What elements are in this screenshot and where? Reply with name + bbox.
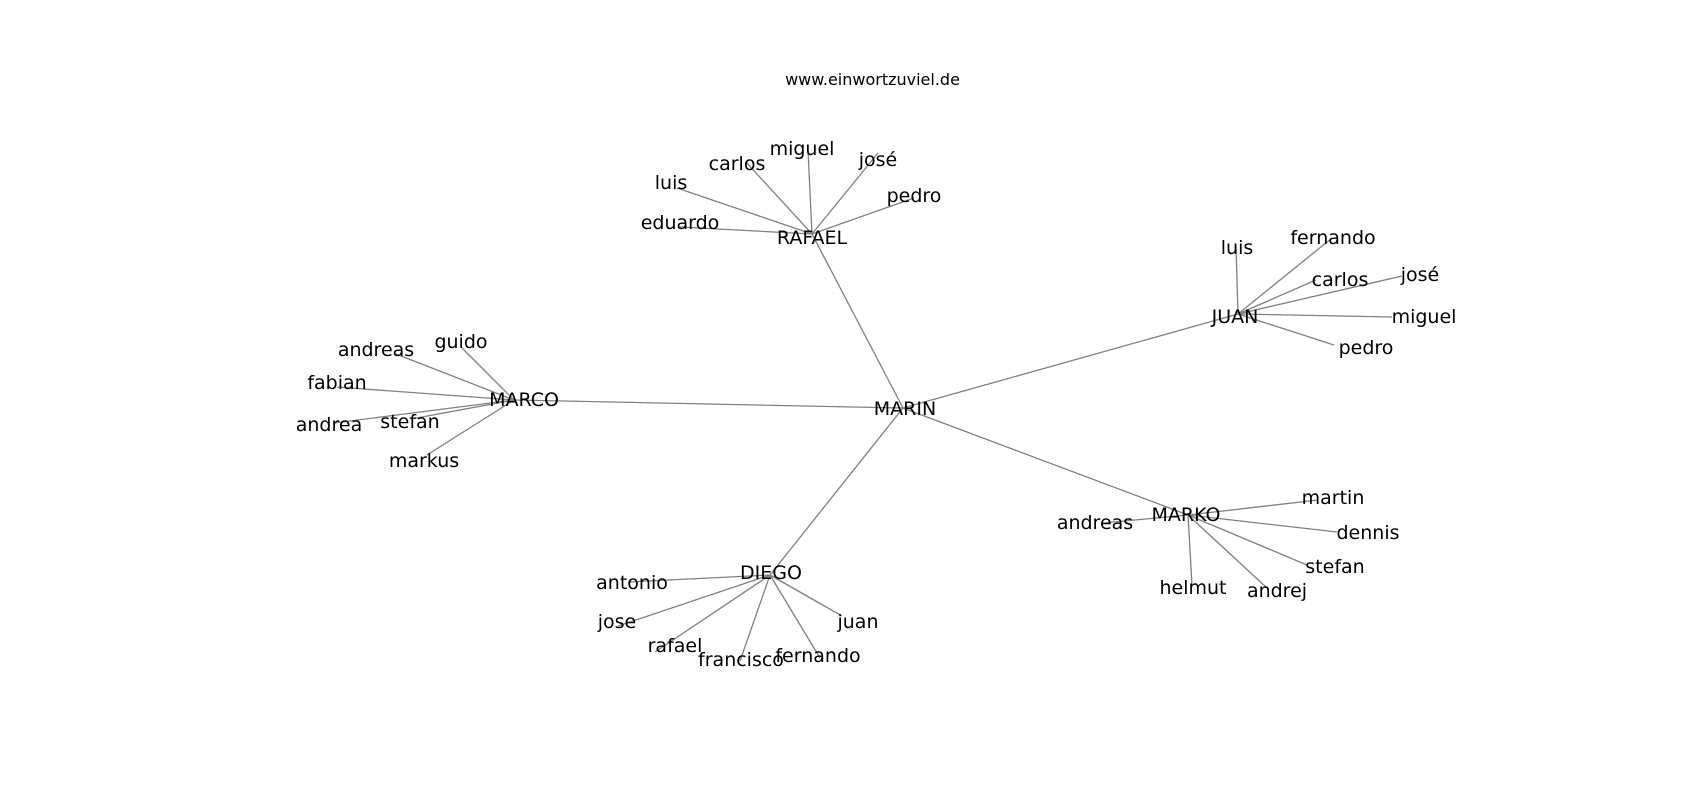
node-label-leaf-jose: jose <box>597 611 637 633</box>
node-label-leaf-josé: josé <box>1400 264 1440 286</box>
node-label-leaf-antonio: antonio <box>596 572 668 594</box>
node-label-leaf-markus: markus <box>389 450 459 472</box>
edge-marco-andrea <box>333 399 515 424</box>
node-label-leaf-miguel: miguel <box>1392 306 1457 328</box>
edge-marco-andreas <box>395 353 515 401</box>
node-label-leaf-fabian: fabian <box>307 372 366 394</box>
edge-juan-miguel <box>1237 313 1393 318</box>
node-label-leaf-miguel: miguel <box>770 138 835 160</box>
edge-rafael-eduardo <box>679 226 813 235</box>
node-label-leaf-carlos: carlos <box>1312 269 1369 291</box>
edge-rafael-pedro <box>811 197 915 235</box>
edge-marco-stefan <box>410 399 515 420</box>
node-label-leaf-stefan: stefan <box>1305 556 1364 578</box>
node-label-leaf-fernando: fernando <box>775 645 860 667</box>
node-label-leaf-andreas: andreas <box>338 339 414 361</box>
node-label-hub-diego: DIEGO <box>740 562 802 584</box>
edge-juan-fernando <box>1237 237 1333 315</box>
edge-root-diego <box>769 407 904 576</box>
node-label-leaf-stefan: stefan <box>380 411 439 433</box>
node-label-leaf-rafael: rafael <box>648 635 703 657</box>
node-label-leaf-carlos: carlos <box>709 153 766 175</box>
edge-diego-jose <box>617 574 771 627</box>
node-label-hub-marko: MARKO <box>1152 504 1221 526</box>
edge-rafael-carlos <box>745 161 813 235</box>
node-label-leaf-josé: josé <box>858 149 898 171</box>
edge-marko-martin <box>1187 499 1319 516</box>
node-label-leaf-andreas: andreas <box>1057 512 1133 534</box>
edge-juan-luis <box>1235 245 1239 315</box>
edge-juan-josé <box>1237 275 1403 315</box>
edge-diego-juan <box>769 574 843 617</box>
node-label-leaf-helmut: helmut <box>1159 577 1226 599</box>
edge-marco-guido <box>461 347 515 401</box>
node-label-leaf-juan: juan <box>836 611 878 633</box>
node-label-hub-marco: MARCO <box>489 389 559 411</box>
edge-marco-fabian <box>336 386 515 401</box>
edge-diego-fernando <box>769 574 821 659</box>
edge-marko-stefan <box>1187 514 1308 566</box>
node-label-leaf-pedro: pedro <box>1339 337 1394 359</box>
node-label-leaf-guido: guido <box>434 331 487 353</box>
edge-marko-helmut <box>1187 514 1193 586</box>
edge-root-marko <box>902 407 1189 516</box>
edge-diego-francisco <box>739 574 771 662</box>
node-label-hub-juan: JUAN <box>1211 306 1259 328</box>
node-label-leaf-martin: martin <box>1302 487 1365 509</box>
edge-root-juan <box>902 313 1239 409</box>
edge-rafael-luis <box>676 187 813 235</box>
node-label-leaf-andrej: andrej <box>1247 580 1307 602</box>
edge-root-marco <box>513 399 904 409</box>
node-label-leaf-francisco: francisco <box>698 649 784 671</box>
node-label-leaf-pedro: pedro <box>887 185 942 207</box>
node-label-leaf-andrea: andrea <box>296 414 362 436</box>
site-caption: www.einwortzuviel.de <box>785 70 960 89</box>
edge-rafael-miguel <box>807 149 813 235</box>
edge-marco-markus <box>426 399 515 456</box>
node-label-leaf-dennis: dennis <box>1336 522 1399 544</box>
node-label-leaf-eduardo: eduardo <box>641 212 720 234</box>
edge-diego-rafael <box>654 574 771 653</box>
edge-marko-andrej <box>1187 514 1268 589</box>
node-label-leaf-luis: luis <box>655 172 688 194</box>
node-label-hub-rafael: RAFAEL <box>777 227 848 249</box>
node-label-root: MARIN <box>874 398 936 420</box>
edge-juan-pedro <box>1237 313 1335 346</box>
edge-marko-andreas <box>1102 514 1189 524</box>
node-label-leaf-fernando: fernando <box>1290 227 1375 249</box>
edge-diego-antonio <box>627 574 771 583</box>
edge-marko-dennis <box>1187 514 1338 533</box>
edge-rafael-josé <box>811 152 879 235</box>
node-label-leaf-luis: luis <box>1221 237 1254 259</box>
edges-layer <box>333 149 1403 662</box>
edge-juan-carlos <box>1237 279 1317 315</box>
edge-root-rafael <box>811 233 904 409</box>
